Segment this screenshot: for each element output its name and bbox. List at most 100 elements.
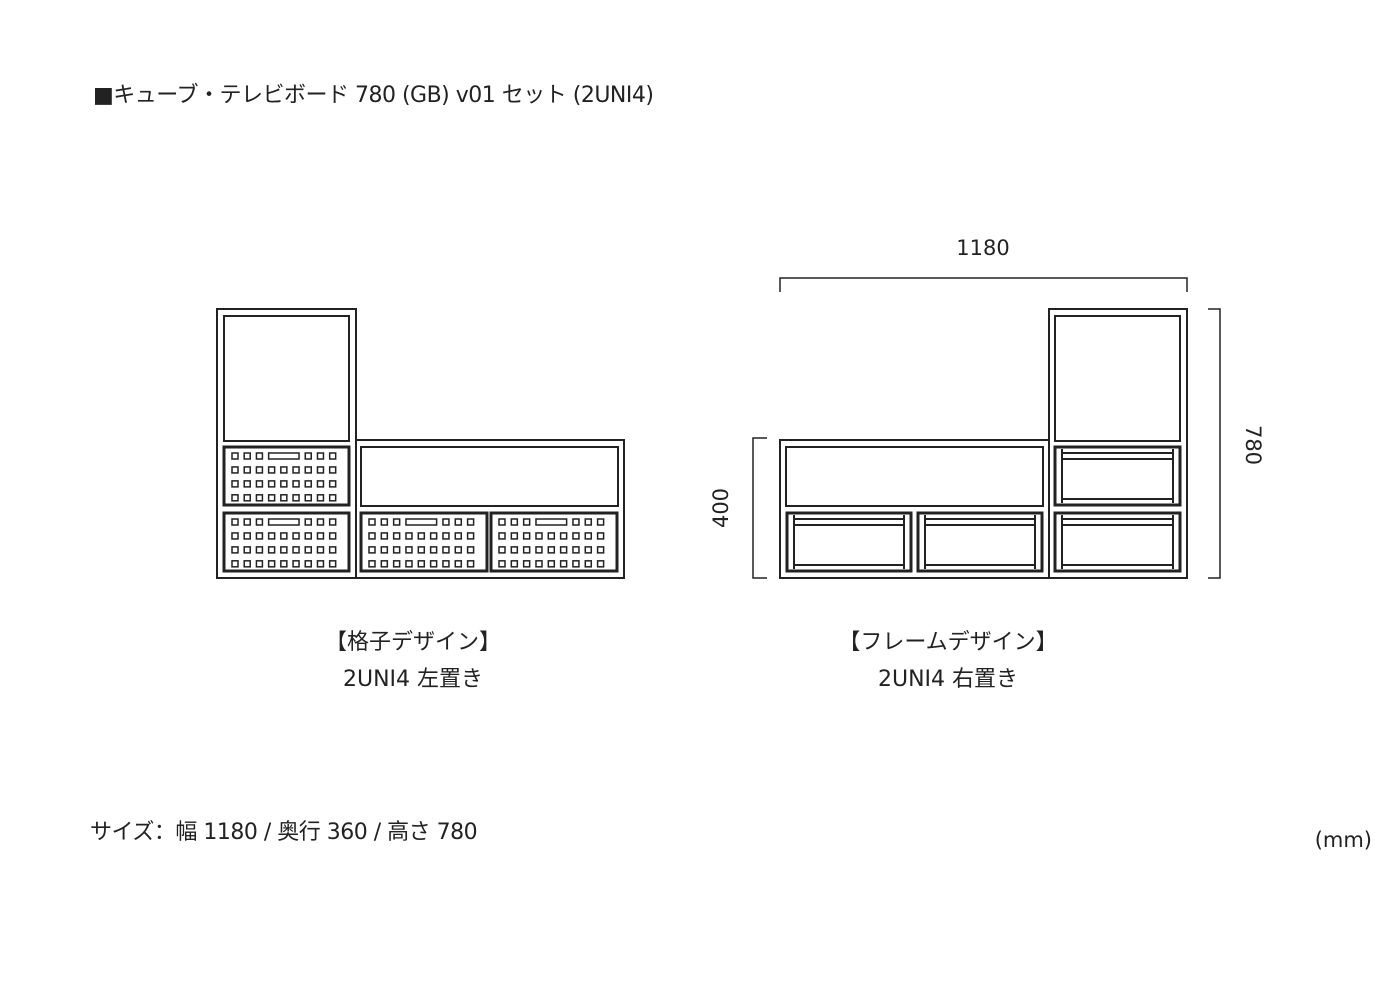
lattice-hole	[584, 518, 593, 526]
lattice-hole	[280, 494, 288, 502]
lattice-hole	[380, 546, 389, 554]
lattice-hole	[572, 518, 580, 526]
lattice-hole	[559, 546, 568, 554]
lattice-drawer	[222, 445, 351, 507]
lattice-hole	[280, 466, 288, 474]
lattice-hole	[292, 466, 300, 474]
lattice-hole	[328, 466, 337, 474]
lattice-hole	[498, 546, 506, 554]
lattice-hole	[368, 532, 376, 540]
lattice-hole	[304, 560, 313, 568]
lattice-hole	[584, 546, 593, 554]
open-shelf	[360, 446, 619, 507]
lattice-hole	[547, 546, 556, 554]
lattice-hole	[442, 532, 450, 540]
lattice-hole	[442, 518, 450, 526]
lattice-hole	[442, 546, 450, 554]
lattice-hole	[417, 532, 426, 540]
lattice-hole	[498, 560, 506, 568]
lattice-hole	[243, 560, 251, 568]
lattice-hole	[316, 532, 325, 540]
lattice-hole	[572, 546, 580, 554]
lattice-hole	[292, 480, 300, 488]
lattice-hole	[547, 532, 556, 540]
lattice-hole	[429, 560, 438, 568]
drawer-handle-slot	[267, 518, 300, 526]
low-cube	[355, 439, 625, 579]
tall-cube	[1048, 308, 1188, 579]
lattice-hole	[243, 480, 251, 488]
lattice-hole	[292, 546, 300, 554]
lattice-hole	[510, 546, 519, 554]
lattice-hole	[243, 466, 251, 474]
lattice-hole	[316, 480, 325, 488]
lattice-hole	[466, 518, 475, 526]
lattice-hole	[368, 518, 376, 526]
lattice-hole	[429, 532, 438, 540]
lattice-hole	[328, 518, 337, 526]
lattice-hole	[292, 560, 300, 568]
lattice-hole	[231, 466, 239, 474]
frame-drawer	[1053, 511, 1182, 573]
lattice-hole	[292, 532, 300, 540]
lattice-hole	[510, 518, 519, 526]
open-shelf	[1054, 315, 1181, 442]
lattice-hole	[596, 532, 605, 540]
lattice-hole	[292, 494, 300, 502]
lattice-hole	[535, 546, 543, 554]
lattice-hole	[328, 494, 337, 502]
lattice-hole	[498, 518, 506, 526]
lattice-hole	[380, 560, 389, 568]
lattice-hole	[535, 560, 543, 568]
lattice-hole	[510, 532, 519, 540]
dimension-lines	[752, 277, 1221, 579]
frame-drawer	[1053, 445, 1182, 507]
lattice-hole	[280, 560, 288, 568]
lattice-hole	[417, 546, 426, 554]
lattice-hole	[304, 494, 313, 502]
lattice-drawer	[359, 511, 489, 573]
lattice-hole	[466, 532, 475, 540]
lattice-hole	[304, 532, 313, 540]
low-height-dimension-line	[752, 437, 767, 579]
lattice-hole	[392, 532, 401, 540]
lattice-hole	[522, 532, 531, 540]
lattice-hole	[231, 560, 239, 568]
lattice-hole	[267, 494, 276, 502]
right-design-name: 【フレームデザイン】	[838, 630, 1058, 655]
lattice-hole	[429, 546, 438, 554]
lattice-hole	[243, 518, 251, 526]
lattice-hole	[596, 560, 605, 568]
lattice-drawer	[222, 511, 351, 573]
lattice-hole	[328, 532, 337, 540]
lattice-hole	[231, 452, 239, 460]
lattice-hole	[454, 560, 463, 568]
lattice-hole	[328, 480, 337, 488]
lattice-hole	[255, 494, 264, 502]
lattice-hole	[255, 480, 264, 488]
drawer-handle-slot	[535, 518, 568, 526]
lattice-hole	[328, 560, 337, 568]
lattice-hole	[559, 532, 568, 540]
lattice-hole	[368, 560, 376, 568]
lattice-hole	[535, 532, 543, 540]
lattice-hole	[231, 494, 239, 502]
lattice-hole	[243, 452, 251, 460]
lattice-hole	[522, 546, 531, 554]
lattice-hole	[316, 518, 325, 526]
drawer-handle-slot	[405, 518, 438, 526]
lattice-hole	[267, 480, 276, 488]
lattice-hole	[405, 532, 413, 540]
lattice-hole	[328, 546, 337, 554]
lattice-hole	[280, 546, 288, 554]
left-design-variant: 2UNI4 左置き	[342, 667, 484, 692]
lattice-hole	[442, 560, 450, 568]
lattice-hole	[316, 452, 325, 460]
lattice-hole	[255, 560, 264, 568]
lattice-hole	[405, 560, 413, 568]
open-shelf	[785, 446, 1044, 507]
lattice-hole	[280, 532, 288, 540]
lattice-design-drawing	[216, 308, 625, 579]
lattice-hole	[316, 560, 325, 568]
lattice-hole	[328, 452, 337, 460]
